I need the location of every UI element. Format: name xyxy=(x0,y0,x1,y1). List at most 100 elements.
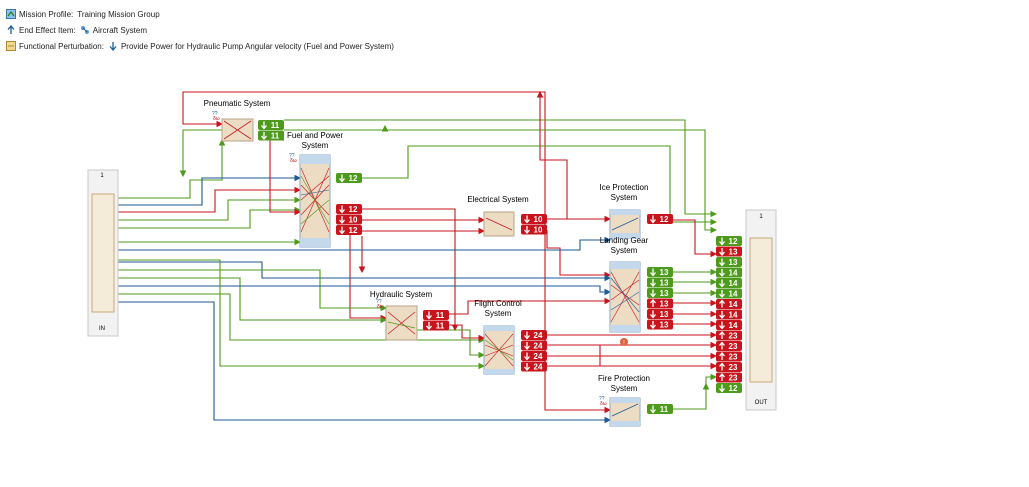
arrow-up-icon xyxy=(719,299,725,308)
out-port-input-badge[interactable]: 12 xyxy=(716,236,742,246)
connection-line xyxy=(118,259,486,370)
connection-line xyxy=(118,285,612,296)
out-port-input-badge[interactable]: 14 xyxy=(716,299,742,309)
badge-value: 10 xyxy=(349,216,358,225)
flight-control-output-badge[interactable]: 24 xyxy=(521,340,547,351)
out-port-input-badge[interactable]: 12 xyxy=(716,383,742,393)
out-port-input-badge[interactable]: 23 xyxy=(716,341,742,351)
arrow-down-icon xyxy=(650,405,656,414)
warning-icon[interactable] xyxy=(620,338,628,346)
hydraulic-output-badge[interactable]: 11 xyxy=(423,320,449,331)
badge-value: 14 xyxy=(729,321,738,330)
mission-profile-value: Training Mission Group xyxy=(77,9,160,19)
arrow-down-icon xyxy=(524,352,530,361)
arrow-up-icon xyxy=(7,25,15,34)
arrow-down-icon xyxy=(524,363,530,372)
svg-text:δω: δω xyxy=(600,401,607,407)
flight-control-output-badge[interactable]: 24 xyxy=(521,330,547,340)
badge-value: 11 xyxy=(660,405,669,414)
ice-protection-system-block[interactable]: Ice Protection System xyxy=(600,183,649,239)
pneumatic-system-label: Pneumatic System xyxy=(204,99,271,108)
connection-line xyxy=(118,174,302,206)
badge-value: 13 xyxy=(660,300,669,309)
arrow-up-icon xyxy=(719,372,725,381)
pneumatic-output-badge[interactable]: 11 xyxy=(258,120,284,130)
pneumatic-output-badge[interactable]: 11 xyxy=(258,130,284,141)
svg-text:??: ?? xyxy=(376,299,382,305)
arrow-up-icon xyxy=(719,362,725,371)
ice-protection-label-line2: System xyxy=(611,193,638,202)
out-port-input-badge[interactable]: 23 xyxy=(716,351,742,362)
connection-line xyxy=(673,219,718,258)
fuel-power-output-badge[interactable]: 10 xyxy=(336,214,362,225)
arrow-down-icon xyxy=(719,248,725,257)
arrow-down-icon xyxy=(524,215,530,224)
ice-protection-output-badge[interactable]: 12 xyxy=(647,214,673,224)
out-port-input-badge[interactable]: 13 xyxy=(716,246,742,257)
pneumatic-system-block[interactable]: Pneumatic System ?? δω xyxy=(204,99,271,142)
out-port-input-badge[interactable]: 14 xyxy=(716,309,742,320)
landing-gear-output-badge[interactable]: 13 xyxy=(647,319,673,330)
connection-line xyxy=(182,91,546,370)
landing-gear-output-badge[interactable]: 13 xyxy=(647,309,673,319)
flight-control-output-badge[interactable]: 24 xyxy=(521,351,547,361)
badge-value: 12 xyxy=(349,174,358,183)
hydraulic-output-badge[interactable]: 11 xyxy=(423,310,449,320)
flight-control-system-block[interactable]: Flight Control System xyxy=(474,299,522,375)
perturbation-marker-icon: ?? δω xyxy=(212,111,220,122)
landing-gear-output-badge[interactable]: 13 xyxy=(647,288,673,298)
fuel-power-output-badge[interactable]: 12 xyxy=(336,173,362,183)
badge-value: 11 xyxy=(436,322,445,331)
badge-value: 11 xyxy=(271,121,280,130)
fuel-power-system-label-line1: Fuel and Power xyxy=(287,131,343,140)
mission-profile-icon xyxy=(6,9,16,19)
fire-protection-output-badge[interactable]: 11 xyxy=(647,404,673,414)
badge-value: 24 xyxy=(534,352,543,361)
hydraulic-system-block[interactable]: Hydraulic System ?? δω xyxy=(370,290,433,341)
arrow-up-icon xyxy=(719,341,725,350)
landing-gear-output-badge[interactable]: 13 xyxy=(647,267,673,277)
electrical-system-block[interactable]: Electrical System xyxy=(467,195,529,237)
connection-line xyxy=(449,297,612,315)
arrow-down-icon xyxy=(650,321,656,330)
perturbation-marker-icon: ?? δω xyxy=(289,153,297,164)
electrical-output-badge[interactable]: 10 xyxy=(521,214,547,224)
fuel-power-output-badge[interactable]: 12 xyxy=(336,225,362,235)
landing-gear-output-badge[interactable]: 13 xyxy=(647,298,673,309)
out-port-input-badge[interactable]: 23 xyxy=(716,372,742,383)
landing-gear-output-badge[interactable]: 13 xyxy=(647,277,673,288)
badge-value: 13 xyxy=(660,279,669,288)
flight-control-output-badge[interactable]: 24 xyxy=(521,361,547,372)
electrical-output-badge[interactable]: 10 xyxy=(521,224,547,235)
arrow-down-icon xyxy=(650,310,656,319)
out-port-input-badge[interactable]: 13 xyxy=(716,257,742,267)
out-port[interactable]: 1 OUT xyxy=(745,209,777,411)
fuel-power-system-block[interactable]: Fuel and Power System ?? δω xyxy=(287,131,343,248)
badge-value: 11 xyxy=(436,311,445,320)
arrow-down-icon xyxy=(524,342,530,351)
in-port[interactable]: 1 IN xyxy=(87,169,119,337)
arrow-down-icon xyxy=(719,384,725,393)
out-port-input-badge[interactable]: 23 xyxy=(716,362,742,372)
connection-line xyxy=(118,301,612,424)
out-port-input-badge[interactable]: 23 xyxy=(716,330,742,341)
fire-protection-system-block[interactable]: Fire Protection System ?? δω xyxy=(598,374,650,427)
landing-gear-system-block[interactable]: Landing Gear System ! xyxy=(600,236,649,347)
arrow-down-icon xyxy=(650,268,656,277)
badge-value: 13 xyxy=(660,289,669,298)
connection-line xyxy=(362,208,459,332)
out-port-input-badge[interactable]: 14 xyxy=(716,288,742,299)
out-port-input-badge[interactable]: 14 xyxy=(716,320,742,330)
out-port-input-badge[interactable]: 14 xyxy=(716,267,742,278)
connection-line xyxy=(544,370,612,414)
badge-value: 12 xyxy=(660,215,669,224)
badge-value: 13 xyxy=(729,248,738,257)
badge-value: 13 xyxy=(729,258,738,267)
svg-text:δω: δω xyxy=(377,304,384,310)
out-port-input-badge[interactable]: 14 xyxy=(716,278,742,288)
fuel-power-output-badge[interactable]: 12 xyxy=(336,204,362,214)
connection-line xyxy=(284,119,718,218)
out-port-number: 1 xyxy=(759,214,763,220)
connection-line xyxy=(118,196,302,221)
